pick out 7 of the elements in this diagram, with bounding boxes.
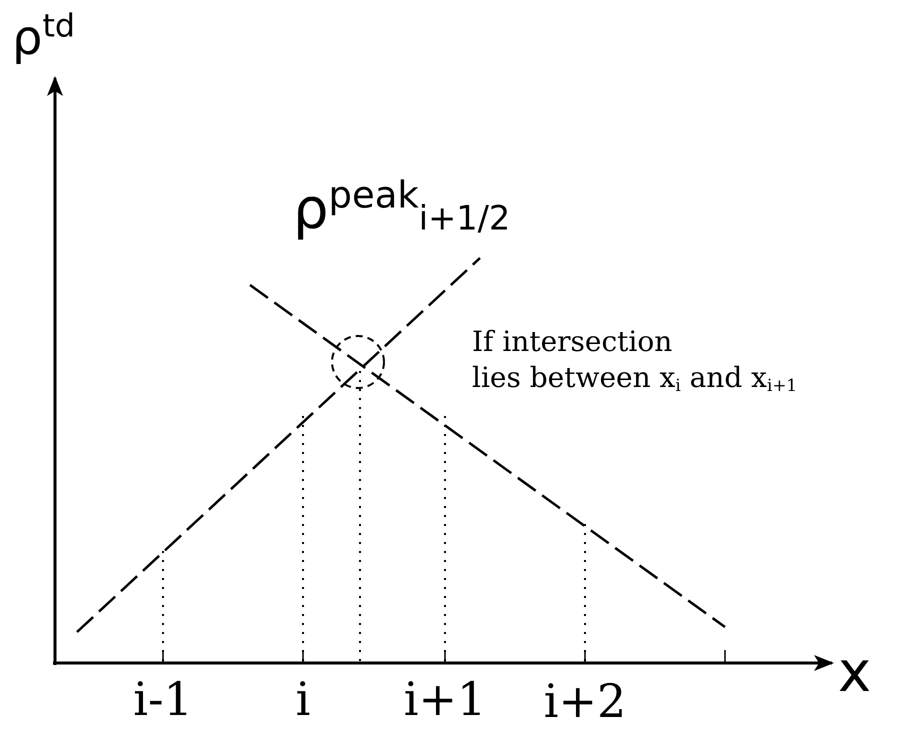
- tick-label: i: [296, 676, 310, 722]
- tick-label: i-1: [133, 676, 193, 722]
- annotation-text: If intersection lies between x$_{i}$ and x$_{i+1}$: [472, 324, 798, 397]
- tick-label: i+2: [544, 678, 626, 724]
- axis-label: x: [838, 645, 872, 701]
- axis-label: ρ$^{td}$: [12, 14, 75, 62]
- tick-label: i+1: [404, 676, 486, 722]
